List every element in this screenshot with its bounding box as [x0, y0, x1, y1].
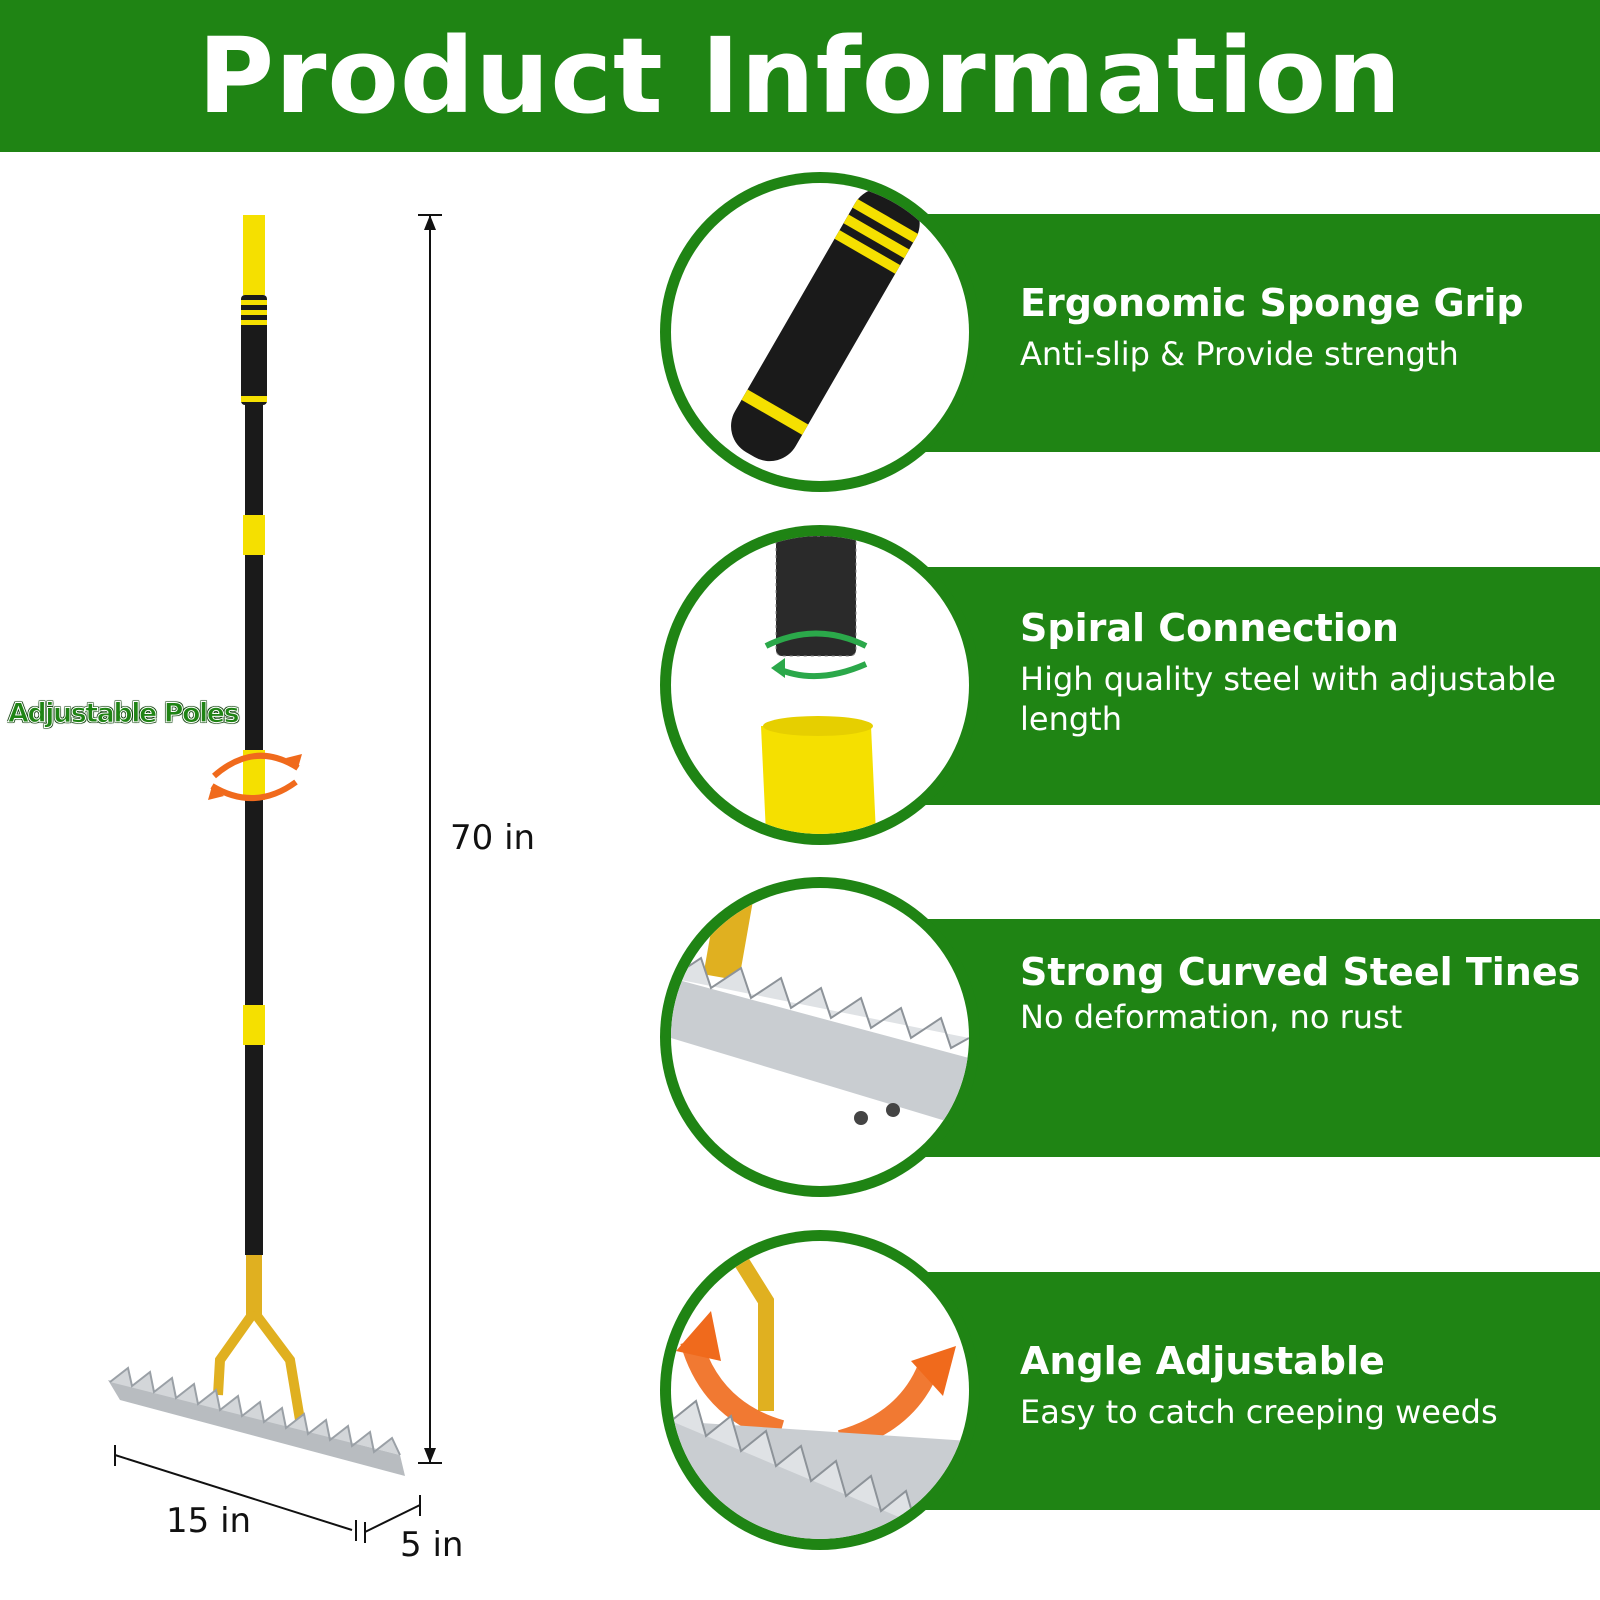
feature-angle-adjustable: Angle Adjustable Easy to catch creeping …	[660, 1230, 1600, 1560]
pole-joint	[243, 1005, 265, 1045]
rake-product-illustration: 70 in 15 in 5 in Adjustable Poles	[0, 152, 640, 1600]
feature-description: Anti-slip & Provide strength	[1020, 335, 1459, 373]
feature-ergonomic-grip: Ergonomic Sponge Grip Anti-slip & Provid…	[660, 172, 1600, 502]
feature-description: Easy to catch creeping weeds	[1020, 1393, 1498, 1431]
pole-top-cap	[243, 215, 265, 295]
rake-head	[108, 1380, 405, 1476]
rake-drawing	[108, 214, 442, 1543]
rake-bracket	[246, 1255, 262, 1315]
feature-curved-tines: Strong Curved Steel Tines No deformation…	[660, 877, 1600, 1207]
feature-image-ring	[660, 172, 980, 492]
feature-title: Spiral Connection	[1020, 606, 1399, 650]
depth-dimension-line	[364, 1504, 421, 1533]
adjustable-poles-label: Adjustable Poles	[7, 698, 240, 730]
feature-image-ring	[660, 525, 980, 845]
feature-text: Angle Adjustable Easy to catch creeping …	[1020, 1338, 1590, 1432]
feature-image-ring	[660, 877, 980, 1197]
feature-title: Angle Adjustable	[1020, 1339, 1385, 1383]
connection-closeup-image	[671, 536, 969, 834]
rotate-arrow-icon	[212, 752, 300, 779]
feature-description: High quality steel with adjustable lengt…	[1020, 660, 1556, 738]
height-label: 70 in	[450, 818, 536, 858]
pole-joint	[243, 750, 265, 800]
feature-spiral-connection: Spiral Connection High quality steel wit…	[660, 525, 1600, 855]
feature-title: Ergonomic Sponge Grip	[1020, 281, 1524, 325]
angle-closeup-image	[671, 1241, 969, 1539]
feature-text: Spiral Connection High quality steel wit…	[1020, 605, 1590, 739]
grip-closeup-image	[671, 183, 969, 481]
page-title: Product Information	[197, 15, 1403, 137]
width-label: 15 in	[166, 1501, 252, 1541]
width-dimension-line	[114, 1454, 353, 1531]
feature-description: No deformation, no rust	[1020, 998, 1403, 1036]
feature-text: Strong Curved Steel Tines No deformation…	[1020, 949, 1590, 1037]
depth-label: 5 in	[400, 1525, 464, 1565]
header-banner: Product Information	[0, 0, 1600, 152]
feature-text: Ergonomic Sponge Grip Anti-slip & Provid…	[1020, 280, 1590, 374]
feature-title: Strong Curved Steel Tines	[1020, 950, 1581, 994]
feature-image-ring	[660, 1230, 980, 1550]
tines-closeup-image	[671, 888, 969, 1186]
pole-joint	[243, 515, 265, 555]
